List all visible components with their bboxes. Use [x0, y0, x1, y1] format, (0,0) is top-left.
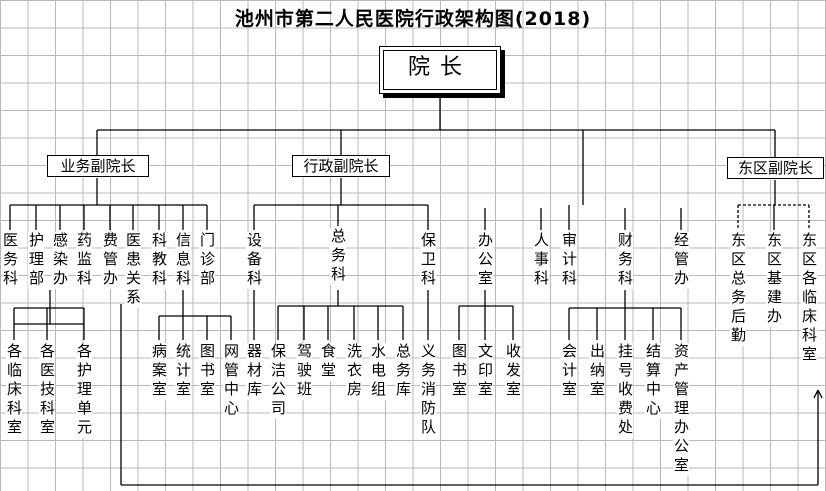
sub-mailroom: 收发室 [504, 343, 522, 400]
east-construction: 东区基建办 [765, 232, 783, 327]
sub-settlement: 结算中心 [644, 343, 662, 419]
sub-library: 图书室 [198, 343, 216, 400]
sub-medtech: 各医技科室 [38, 343, 56, 438]
sub-registration: 挂号收费处 [616, 343, 634, 438]
sub-general-store: 总务库 [394, 343, 412, 400]
admin-vp-box: 行政副院长 [292, 155, 390, 177]
president-box: 院长 [379, 46, 501, 94]
sub-office-library: 图书室 [450, 343, 468, 400]
dept-xinxi: 信息科 [174, 232, 192, 289]
sub-utilities: 水电组 [369, 343, 387, 400]
chart-title: 池州市第二人民医院行政架构图(2018) [234, 8, 592, 30]
sub-equipment-store: 器材库 [245, 343, 263, 400]
east-clinical: 东区各临床科室 [800, 232, 818, 365]
dept-ganran: 感染办 [51, 232, 69, 289]
dept-hr: 人事科 [532, 232, 550, 289]
sub-nursing-unit: 各护理单元 [75, 343, 93, 438]
sub-drivers: 驾驶班 [295, 343, 313, 400]
sub-cashier: 出纳室 [588, 343, 606, 400]
sub-accounting: 会计室 [560, 343, 578, 400]
dept-feiguan: 费管办 [101, 232, 119, 289]
dept-finance: 财务科 [616, 232, 634, 289]
sub-network: 网管中心 [222, 343, 240, 419]
sub-cleaning: 保洁公司 [269, 343, 287, 419]
sub-printing: 文印室 [476, 343, 494, 400]
dept-equipment: 设备科 [245, 232, 263, 289]
dept-yiwu: 医务科 [1, 232, 19, 289]
dept-kejiao: 科教科 [150, 232, 168, 289]
dept-audit: 审计科 [560, 232, 578, 289]
sub-clinical: 各临床科室 [5, 343, 23, 438]
dept-huli: 护理部 [27, 232, 45, 289]
sub-records: 病案室 [150, 343, 168, 400]
east-vp-box: 东区副院长 [727, 157, 824, 179]
east-logistics: 东区总务后勤 [729, 232, 747, 346]
sub-canteen: 食堂 [319, 343, 337, 381]
dept-office: 办公室 [476, 232, 494, 289]
dept-general-affairs: 总务科 [329, 228, 347, 285]
dept-menzhen: 门诊部 [198, 232, 216, 289]
dept-yihuan: 医患关系 [124, 232, 142, 308]
business-vp-box: 业务副院长 [47, 155, 149, 177]
sub-asset-office: 资产管理办公室 [672, 343, 690, 476]
dept-security: 保卫科 [419, 232, 437, 289]
dept-econ-mgmt: 经管办 [672, 232, 690, 289]
sub-statistics: 统计室 [174, 343, 192, 400]
sub-fire-brigade: 义务消防队 [419, 343, 437, 438]
dept-yaojian: 药监科 [75, 232, 93, 289]
sub-laundry: 洗衣房 [345, 343, 363, 400]
